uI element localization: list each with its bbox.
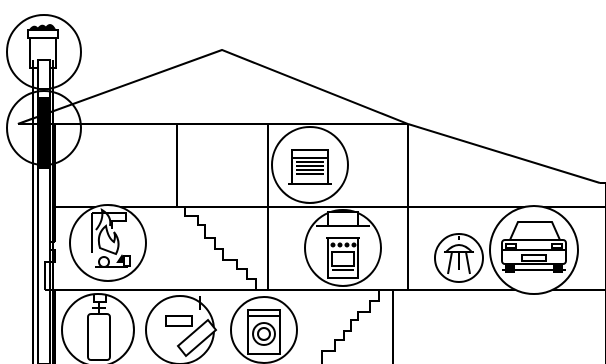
dryer-callout bbox=[231, 297, 297, 363]
chimney-cap-callout bbox=[7, 15, 81, 89]
garage-roof bbox=[408, 124, 600, 183]
furnace-callout bbox=[146, 296, 216, 364]
stove-icon bbox=[316, 212, 370, 278]
flue-blockage-icon bbox=[18, 118, 34, 124]
furnace-upstairs-callout bbox=[272, 127, 348, 203]
fireplace-callout bbox=[70, 205, 146, 281]
lower-stairs bbox=[322, 290, 393, 364]
flue-blockage-fill bbox=[38, 98, 50, 168]
space-heater-callout bbox=[124, 256, 130, 266]
water-heater-icon bbox=[88, 294, 110, 360]
car-callout bbox=[490, 206, 578, 294]
flue-blockage-callout bbox=[7, 91, 81, 165]
chimney bbox=[33, 60, 53, 364]
clothes-dryer-icon bbox=[248, 310, 280, 354]
car-icon bbox=[502, 222, 566, 272]
main-roof bbox=[18, 50, 408, 124]
grill-callout bbox=[435, 234, 483, 282]
bbq-grill-icon bbox=[444, 236, 474, 274]
wall-heater-icon bbox=[288, 150, 332, 184]
chimney-cap-icon bbox=[28, 25, 58, 89]
fireplace-icon bbox=[92, 210, 128, 267]
water-heater-callout bbox=[62, 294, 134, 364]
space-heater-icon bbox=[124, 256, 130, 266]
furnace-icon bbox=[166, 296, 216, 356]
range-callout bbox=[305, 210, 381, 286]
upper-stairs bbox=[185, 207, 256, 290]
garage-right-wall bbox=[600, 183, 606, 364]
